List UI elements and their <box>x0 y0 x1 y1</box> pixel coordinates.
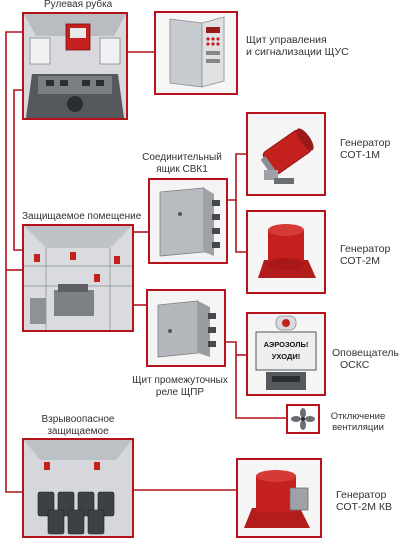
control-panel-label-1: Щит управления <box>246 34 327 46</box>
generator-sot1m-icon <box>248 114 324 194</box>
generator-sot2mkv-photo <box>236 458 322 538</box>
protected-room-label: Защищаемое помещение <box>22 211 142 222</box>
ventilation-label-2: вентиляции <box>332 422 384 433</box>
engine-room-illustration <box>24 226 132 330</box>
control-panel-label-2: и сигнализации ЩУС <box>246 46 349 58</box>
wheelhouse-photo <box>22 12 128 120</box>
generator-sot2mkv-icon <box>238 460 320 536</box>
relay-panel-photo <box>146 289 226 367</box>
relay-panel-label-2: реле ЩПР <box>155 387 205 398</box>
wheelhouse-label: Рулевая рубка <box>44 0 113 10</box>
generator-sot1m-label-1: Генератор <box>340 137 391 149</box>
ventilation-fan-photo <box>286 404 320 434</box>
relay-panel-label-1: Щит промежуточных <box>132 375 228 386</box>
generator-sot2mkv-label-2: СОТ-2М КВ <box>336 501 393 513</box>
wheelhouse-illustration <box>24 14 126 118</box>
explosive-room-label-1: Взрывоопасное <box>41 414 115 425</box>
annunciator-sign-1: АЭРОЗОЛЬ! <box>264 340 309 349</box>
generator-sot1m-photo <box>246 112 326 196</box>
control-panel-photo <box>154 11 238 95</box>
explosive-room-illustration <box>24 440 132 536</box>
junction-box-label-1: Соединительный <box>142 152 222 163</box>
protected-room-photo <box>22 224 134 332</box>
generator-sot2m-icon <box>248 212 324 292</box>
annunciator-sign-2: УХОДИ! <box>272 352 300 361</box>
explosive-room-photo <box>22 438 134 538</box>
annunciator-label-2: ОСКС <box>340 359 370 371</box>
control-panel-icon <box>156 13 236 93</box>
annunciator-photo: АЭРОЗОЛЬ! УХОДИ! <box>246 312 326 396</box>
generator-sot2mkv-label-1: Генератор <box>336 489 387 501</box>
annunciator-label-1: Оповещатель <box>332 347 400 359</box>
fan-icon <box>288 406 318 432</box>
relay-panel-icon <box>148 291 224 365</box>
ventilation-label-1: Отключение <box>330 411 386 422</box>
generator-sot1m-label-2: СОТ-1М <box>340 149 381 161</box>
junction-box-icon <box>150 180 226 262</box>
junction-box-photo <box>148 178 228 264</box>
generator-sot2m-label-2: СОТ-2М <box>340 255 381 267</box>
annunciator-icon: АЭРОЗОЛЬ! УХОДИ! <box>248 314 324 394</box>
generator-sot2m-label-1: Генератор <box>340 243 391 255</box>
junction-box-label-2: ящик СВК1 <box>156 164 208 175</box>
generator-sot2m-photo <box>246 210 326 294</box>
